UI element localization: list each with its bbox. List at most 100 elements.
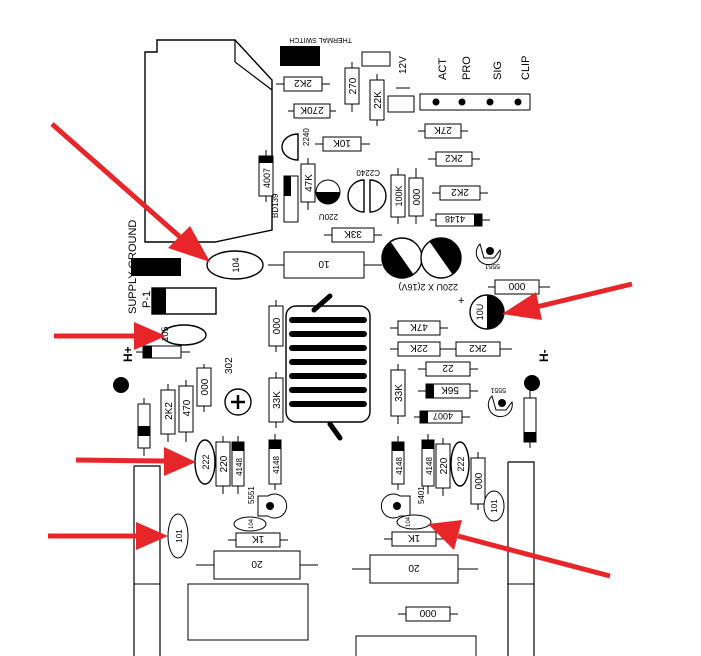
annotation-arrows [48, 122, 633, 579]
transistor-2240-label: 2240 [302, 128, 311, 146]
led-sig-label: SIG [492, 61, 504, 80]
svg-text:4007: 4007 [433, 411, 453, 421]
diode-4148-right-1: 4148 [391, 436, 405, 490]
svg-text:000: 000 [272, 317, 283, 334]
resistor-2k2-d: 2K2 [448, 341, 512, 357]
thermal-switch-label: THERMAL SWITCH [289, 36, 352, 43]
led-clip-label: CLIP [520, 56, 532, 80]
arrow-to-10u-icon [502, 281, 633, 320]
svg-text:33K: 33K [394, 384, 405, 402]
diode-left-h [136, 345, 190, 359]
diode-4148-right-2: 4148 [421, 434, 435, 494]
resistor-220-right: 220 [435, 438, 451, 496]
led-pro-icon [458, 98, 466, 106]
diode-4148-left-1: 4148 [231, 436, 245, 494]
transistor-c2240 [347, 179, 365, 213]
svg-text:470: 470 [182, 399, 193, 416]
led-strip [419, 93, 531, 111]
svg-text:1K: 1K [252, 533, 265, 544]
cap-10u-plus: + [458, 295, 464, 307]
c2240-label: C2240 [356, 168, 380, 177]
resistor-20-left: 20 [196, 550, 318, 580]
12v-connector [387, 95, 415, 113]
arrow-to-222-icon [75, 447, 196, 476]
heatsink-inner [234, 40, 273, 91]
diode-4148-top: 4148 [430, 213, 490, 227]
cap-101-right [483, 490, 505, 522]
svg-text:2K2: 2K2 [294, 77, 312, 88]
svg-text:000: 000 [474, 472, 485, 489]
resistor-1k-right: 1K [384, 531, 444, 547]
svg-text:22K: 22K [373, 91, 384, 109]
resistor-000-a: 000 [408, 168, 424, 224]
cap-104-main [206, 250, 264, 280]
bd139-label: BD139 [271, 193, 280, 218]
svg-text:2K2: 2K2 [451, 186, 469, 197]
inductor-coil [285, 293, 371, 441]
cap-10u-label: 10U [475, 304, 485, 321]
svg-text:101: 101 [490, 499, 499, 513]
svg-text:000: 000 [508, 280, 525, 291]
svg-text:27K: 27K [434, 124, 452, 135]
svg-text:10: 10 [318, 258, 330, 269]
resistor-1k-left: 1K [228, 532, 288, 548]
resistor-22k-horizontal: 22K [390, 341, 448, 357]
transistor-5551-mid [487, 395, 513, 418]
resistor-20-right: 20 [352, 554, 478, 584]
svg-text:4007: 4007 [262, 168, 272, 188]
svg-text:22: 22 [442, 362, 454, 373]
svg-text:4148: 4148 [445, 214, 465, 224]
t5551-mid-label: 5551 [490, 386, 506, 393]
resistor-000-e: 000 [470, 452, 486, 510]
t5401-label: 5401 [417, 486, 426, 504]
svg-text:222: 222 [201, 454, 211, 469]
resistor-000-bottom: 000 [398, 606, 458, 622]
svg-text:47K: 47K [410, 321, 428, 332]
cap-104-small-left [233, 516, 267, 532]
arrow-to-105-icon [54, 322, 166, 350]
resistor-56k: 56K [418, 383, 478, 399]
svg-text:56K: 56K [441, 384, 459, 395]
resistor-33k-vertical-left: 33K [268, 372, 284, 428]
arrow-to-104-icon [50, 122, 210, 262]
arrow-to-101-icon [48, 522, 168, 550]
resistor-33k-vertical-right: 33K [390, 364, 406, 424]
h-minus-pad [524, 375, 540, 391]
caps-220u-label: 220U X 2(16V) [398, 282, 458, 292]
svg-text:20: 20 [251, 558, 263, 569]
svg-text:2K2: 2K2 [445, 152, 463, 163]
resistor-000-c: 000 [268, 300, 284, 352]
svg-text:270K: 270K [300, 104, 324, 115]
transistor-2240 [281, 133, 299, 161]
diode-4007-vertical: 4007 [258, 150, 274, 202]
cap-220u-small-label: 220U [319, 212, 338, 221]
svg-text:222: 222 [456, 456, 466, 471]
svg-text:33K: 33K [272, 391, 283, 409]
svg-text:20: 20 [408, 562, 420, 573]
led-pro-label: PRO [461, 56, 473, 80]
resistor-2k2-vertical: 2K2 [160, 384, 176, 442]
cap-104-small-right [396, 514, 432, 530]
resistor-22k-vertical: 22K [369, 74, 385, 126]
diode-4007-horizontal: 4007 [414, 410, 470, 424]
resistor-47k-horizontal: 47K [390, 320, 448, 336]
transistor-5551-top [475, 243, 501, 266]
resistor-270k: 270K [288, 103, 336, 119]
bd139-tab [284, 176, 291, 196]
resistor-470: 470 [178, 380, 194, 442]
lower-right-outline [355, 635, 477, 656]
svg-text:2K2: 2K2 [164, 402, 175, 420]
t5551-left-label: 5551 [247, 486, 256, 504]
p1-label: P-1 [141, 291, 153, 308]
lower-left-outline [187, 583, 309, 641]
12v-label: 12V [398, 56, 409, 74]
svg-text:4148: 4148 [272, 456, 281, 474]
thermal-switch-outline [361, 51, 391, 67]
q302-label: 302 [224, 357, 235, 374]
resistor-10-large: 10 [268, 251, 382, 279]
supply-ground-pad [131, 258, 181, 276]
resistor-33k-horizontal: 33K [324, 227, 382, 243]
h-minus-label: H- [537, 349, 551, 362]
resistor-000-b: 000 [488, 279, 550, 295]
